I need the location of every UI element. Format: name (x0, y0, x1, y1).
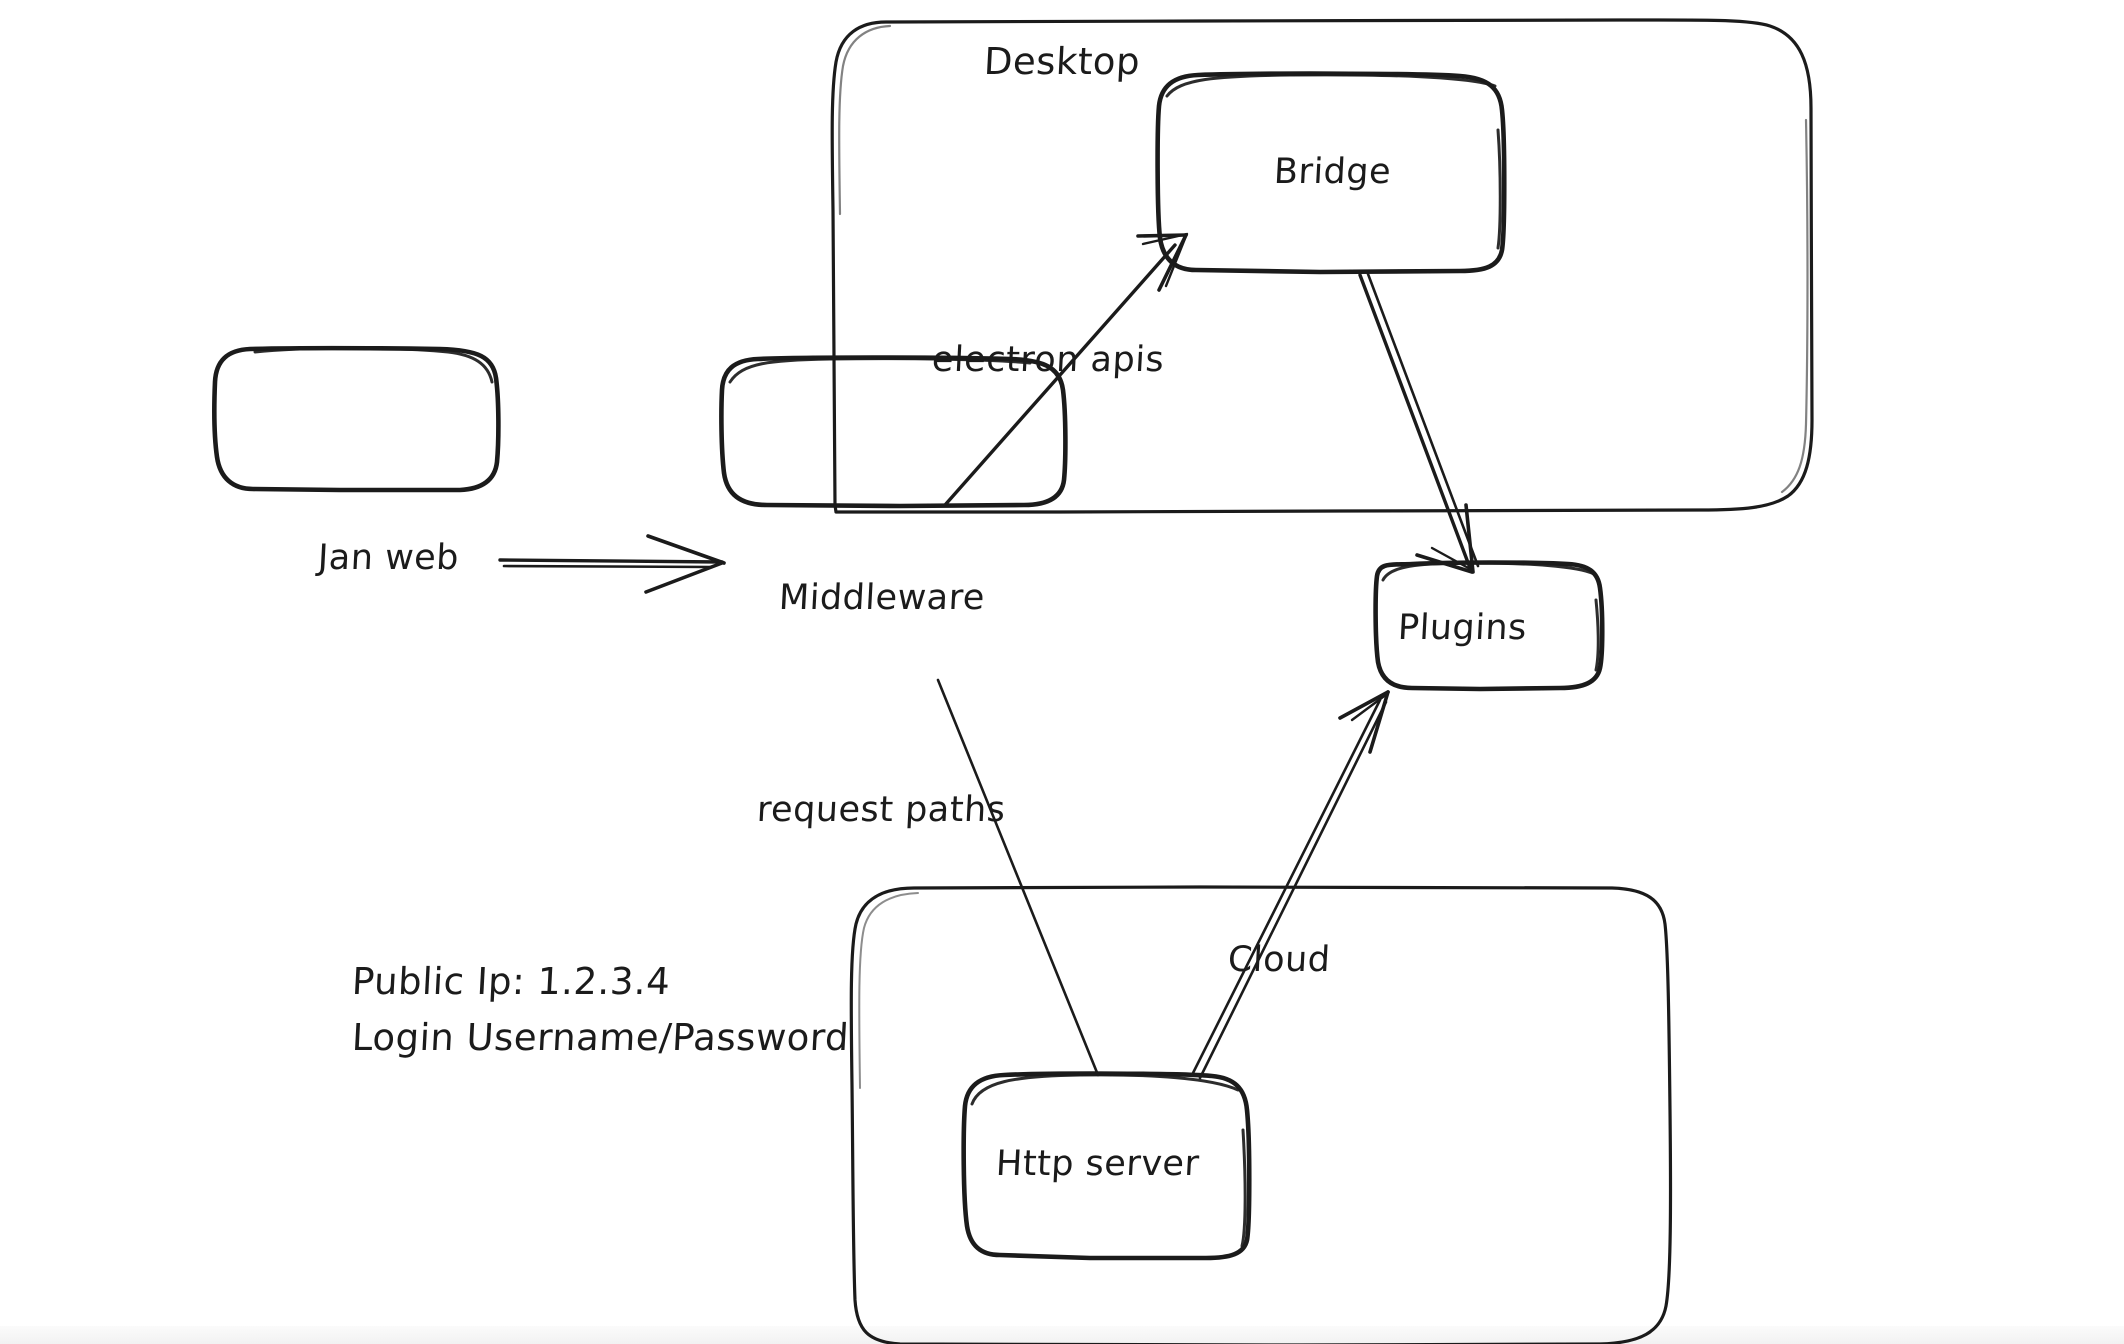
edge-label-electron-apis: electron apis (930, 340, 1166, 380)
node-http-server-shape[interactable] (961, 1071, 1252, 1261)
node-plugins-shape[interactable] (1373, 560, 1605, 692)
node-middleware-shape[interactable] (719, 355, 1068, 509)
edge-label-request-paths: request paths (755, 790, 1007, 830)
node-label-http-server: Http server (994, 1144, 1201, 1184)
node-label-plugins: Plugins (1396, 608, 1528, 648)
node-label-middleware: Middleware (777, 578, 986, 618)
edge-jan-web-to-middleware[interactable] (498, 534, 726, 594)
note-login-credentials: Login Username/Password (350, 1016, 851, 1059)
container-desktop-shape[interactable] (830, 18, 1814, 514)
edge-http-server-to-plugins[interactable] (1190, 690, 1390, 1080)
container-label-cloud: Cloud (1226, 940, 1332, 980)
node-label-jan-web: Jan web (316, 538, 461, 578)
note-public-ip: Public Ip: 1.2.3.4 (350, 960, 672, 1003)
node-label-bridge: Bridge (1272, 152, 1393, 192)
node-jan-web-shape[interactable] (212, 345, 501, 493)
edge-bridge-to-plugins[interactable] (1358, 272, 1480, 574)
container-label-desktop: Desktop (982, 40, 1142, 83)
edge-middleware-to-http-server[interactable] (936, 678, 1100, 1077)
node-bridge-shape[interactable] (1155, 71, 1507, 275)
edge-middleware-to-bridge[interactable] (943, 232, 1189, 507)
bottom-edge-strip (0, 1326, 2124, 1344)
